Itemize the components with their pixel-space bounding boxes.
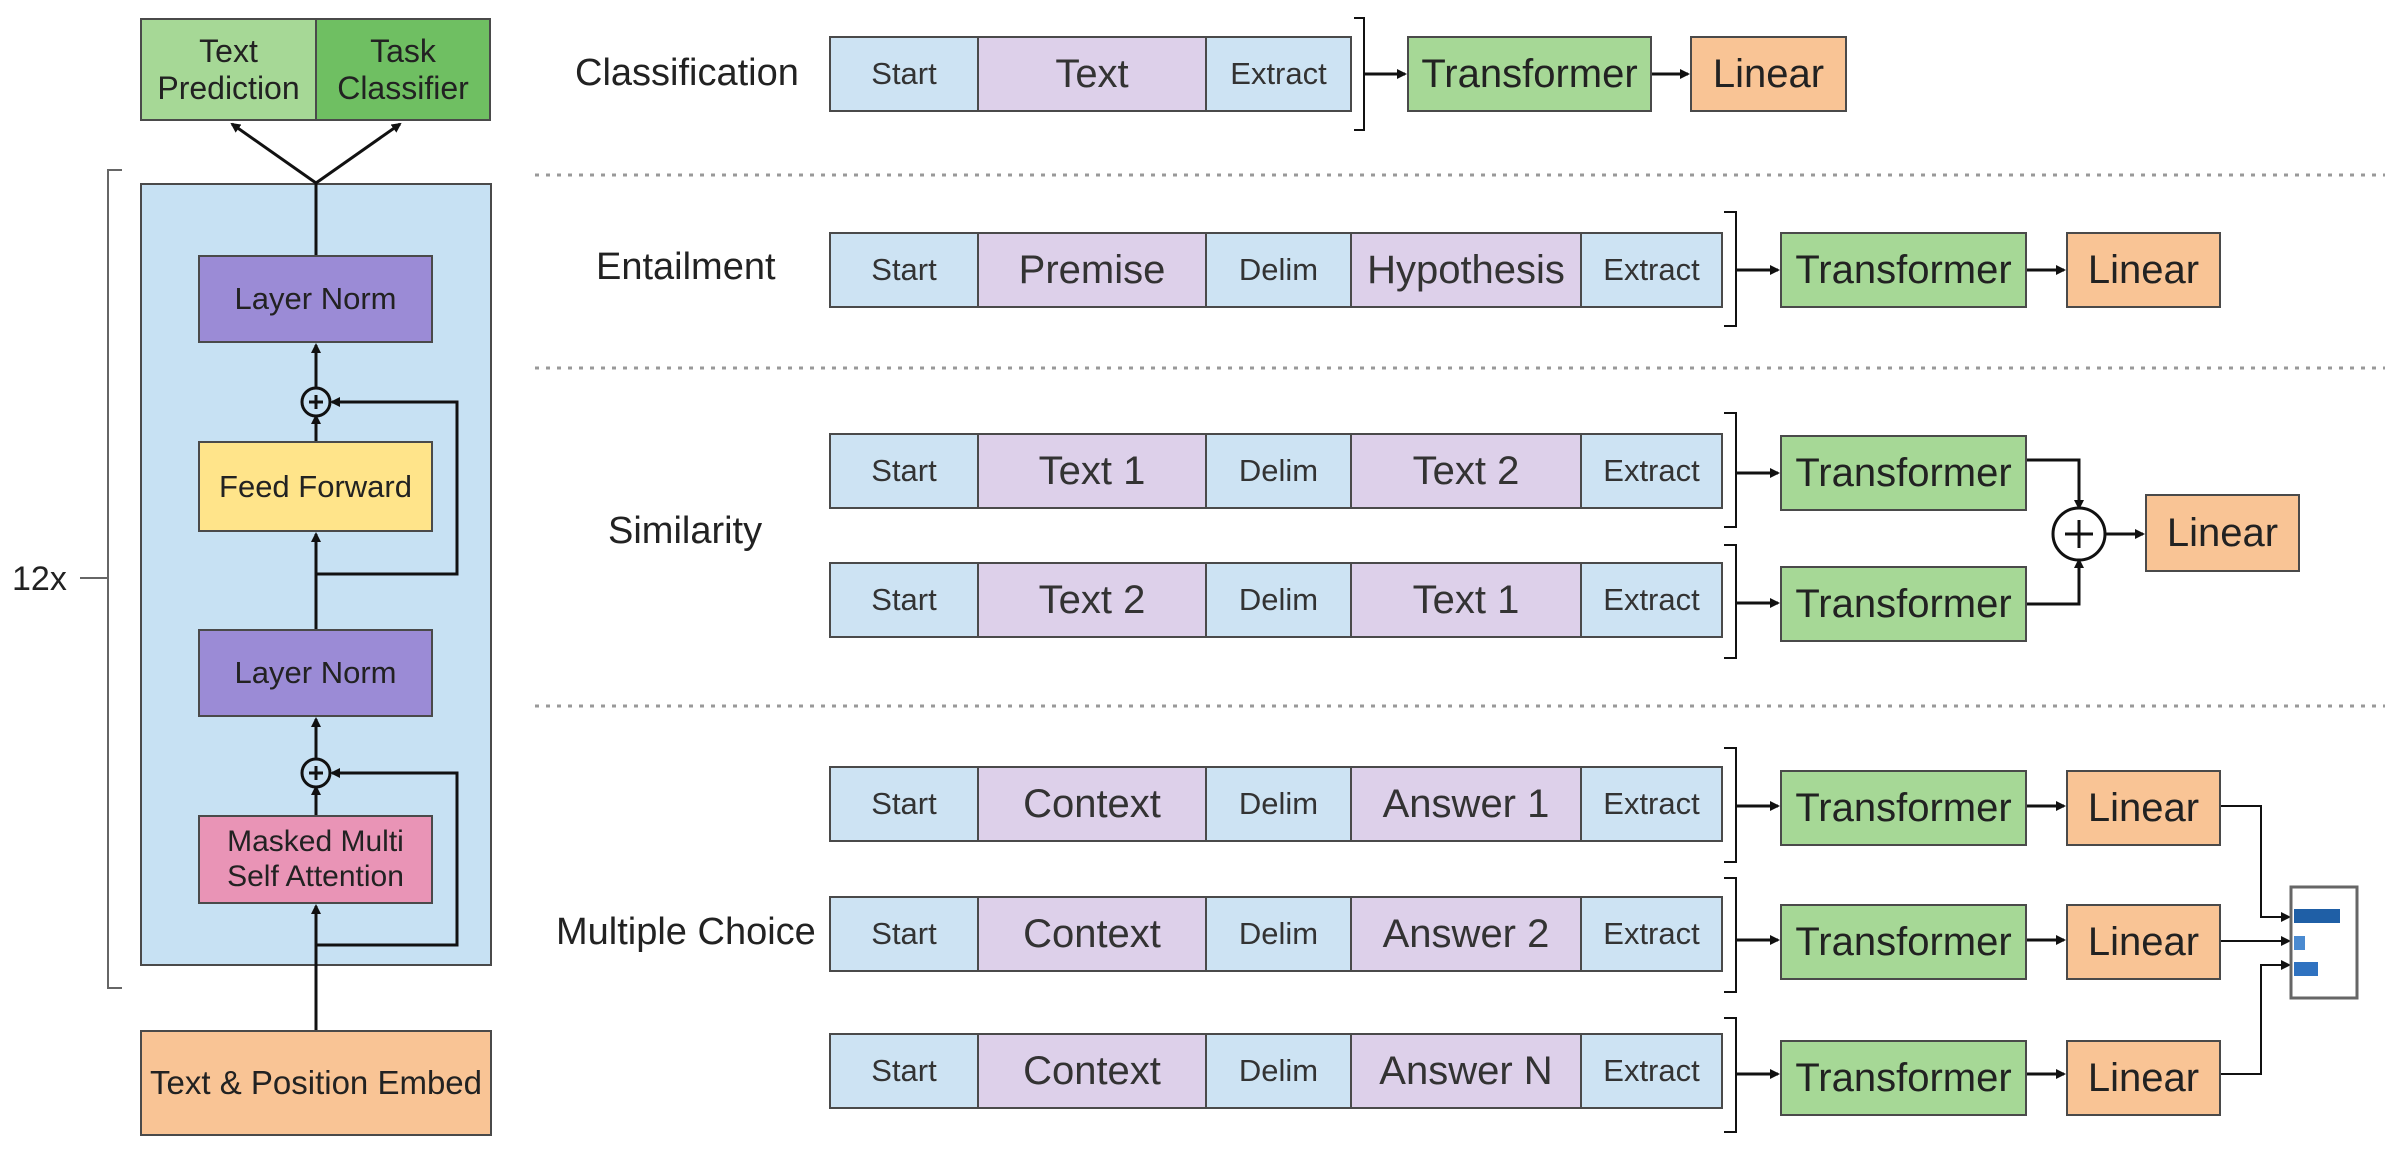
token-start: Start: [831, 38, 979, 110]
token-extract: Extract: [1582, 768, 1721, 840]
token-start: Start: [831, 234, 979, 306]
arrow-to-text-prediction: [230, 122, 317, 185]
layer-norm-top: Layer Norm: [198, 255, 433, 343]
token-answer-n: Answer N: [1352, 1035, 1582, 1107]
feed-forward: Feed Forward: [198, 441, 433, 532]
task-classifier-head: Task Classifier: [315, 18, 491, 121]
token-extract: Extract: [1582, 234, 1721, 306]
repeat-label: 12x: [12, 560, 67, 598]
classification-transformer: Transformer: [1407, 36, 1652, 112]
task-label-similarity: Similarity: [608, 510, 763, 552]
token-delim: Delim: [1207, 564, 1352, 636]
token-text-2: Text 2: [1352, 435, 1582, 507]
mc-sequence-2: Start Context Delim Answer 2 Extract: [829, 896, 1723, 972]
token-start: Start: [831, 1035, 979, 1107]
token-text-1: Text 1: [1352, 564, 1582, 636]
token-extract: Extract: [1207, 38, 1350, 110]
token-delim: Delim: [1207, 768, 1352, 840]
token-extract: Extract: [1582, 564, 1721, 636]
score-bar-2: [2294, 936, 2305, 950]
token-context: Context: [979, 768, 1207, 840]
similarity-transformer-2: Transformer: [1780, 566, 2027, 642]
token-text-1: Text 1: [979, 435, 1207, 507]
score-bar-1: [2294, 909, 2340, 923]
token-answer-2: Answer 2: [1352, 898, 1582, 970]
token-context: Context: [979, 898, 1207, 970]
score-bar-n: [2294, 962, 2318, 976]
similarity-sequence-2: Start Text 2 Delim Text 1 Extract: [829, 562, 1723, 638]
mc-transformer-1: Transformer: [1780, 770, 2027, 846]
similarity-linear: Linear: [2145, 494, 2300, 572]
token-extract: Extract: [1582, 898, 1721, 970]
layer-norm-bottom: Layer Norm: [198, 629, 433, 717]
classification-sequence: Start Text Extract: [829, 36, 1352, 112]
mc-transformer-2: Transformer: [1780, 904, 2027, 980]
text-position-embed: Text & Position Embed: [140, 1030, 492, 1136]
similarity-transformer-1: Transformer: [1780, 435, 2027, 511]
entailment-linear: Linear: [2066, 232, 2221, 308]
token-start: Start: [831, 435, 979, 507]
residual-bottom: [316, 768, 459, 947]
mc-linear-1: Linear: [2066, 770, 2221, 846]
similarity-sequence-1: Start Text 1 Delim Text 2 Extract: [829, 433, 1723, 509]
repeat-bracket: [107, 169, 122, 989]
mc-sequence-n: Start Context Delim Answer N Extract: [829, 1033, 1723, 1109]
text-prediction-head: Text Prediction: [140, 18, 317, 121]
mc-linear-n: Linear: [2066, 1040, 2221, 1116]
token-text: Text: [979, 38, 1207, 110]
token-extract: Extract: [1582, 1035, 1721, 1107]
classification-linear: Linear: [1690, 36, 1847, 112]
mc-sequence-1: Start Context Delim Answer 1 Extract: [829, 766, 1723, 842]
softmax-output: [2289, 885, 2359, 1000]
token-premise: Premise: [979, 234, 1207, 306]
token-delim: Delim: [1207, 435, 1352, 507]
mc-transformer-n: Transformer: [1780, 1040, 2027, 1116]
token-delim: Delim: [1207, 234, 1352, 306]
token-delim: Delim: [1207, 898, 1352, 970]
task-label-multiple-choice: Multiple Choice: [556, 911, 816, 953]
token-start: Start: [831, 564, 979, 636]
token-text-2: Text 2: [979, 564, 1207, 636]
task-label-entailment: Entailment: [596, 246, 776, 288]
arrow-to-task-classifier: [315, 122, 402, 185]
entailment-transformer: Transformer: [1780, 232, 2027, 308]
token-context: Context: [979, 1035, 1207, 1107]
masked-self-attention: Masked Multi Self Attention: [198, 815, 433, 904]
token-extract: Extract: [1582, 435, 1721, 507]
token-start: Start: [831, 768, 979, 840]
residual-top: [316, 397, 459, 576]
mc-linear-2: Linear: [2066, 904, 2221, 980]
token-answer-1: Answer 1: [1352, 768, 1582, 840]
entailment-sequence: Start Premise Delim Hypothesis Extract: [829, 232, 1723, 308]
token-start: Start: [831, 898, 979, 970]
token-delim: Delim: [1207, 1035, 1352, 1107]
task-label-classification: Classification: [575, 52, 799, 94]
token-hypothesis: Hypothesis: [1352, 234, 1582, 306]
